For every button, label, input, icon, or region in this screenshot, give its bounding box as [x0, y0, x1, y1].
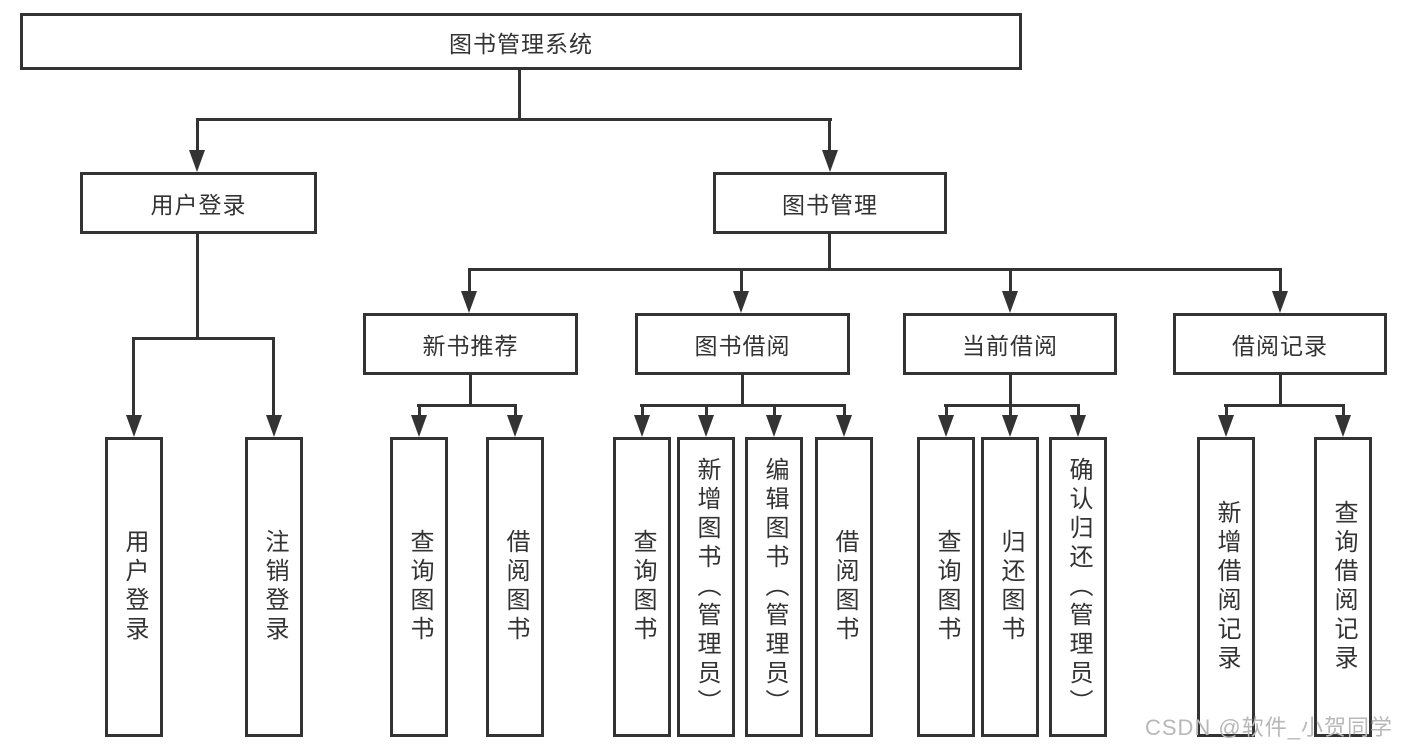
leaf-br-query-record-label: 查询借阅记录	[1330, 500, 1357, 674]
connector-arrowhead	[266, 415, 282, 437]
connector-vline	[828, 121, 831, 153]
connector-arrowhead	[733, 291, 749, 313]
node-book-management: 图书管理	[713, 172, 947, 234]
connector-vline	[196, 121, 199, 153]
connector-arrowhead	[634, 415, 650, 437]
connector-arrowhead	[1002, 415, 1018, 437]
connector-vline	[1279, 375, 1282, 406]
connector-vline	[773, 407, 776, 417]
connector-arrowhead	[766, 415, 782, 437]
connector-vline	[1009, 271, 1012, 293]
leaf-user-login: 用户登录	[105, 437, 163, 737]
leaf-bb-edit-books-admin-label: 编辑图书（管理员）	[761, 456, 788, 718]
node-borrow-records: 借阅记录	[1173, 313, 1387, 375]
connector-vline	[1009, 407, 1012, 417]
connector-vline	[1009, 375, 1012, 406]
leaf-br-query-record: 查询借阅记录	[1314, 437, 1372, 737]
connector-arrowhead	[836, 415, 852, 437]
node-new-book-recommend-label: 新书推荐	[422, 333, 519, 359]
connector-vline	[514, 407, 517, 417]
node-root-label: 图书管理系统	[449, 30, 593, 57]
connector-arrowhead	[411, 415, 427, 437]
connector-vline	[469, 375, 472, 406]
connector-vline	[272, 340, 275, 418]
leaf-nb-query-books-label: 查询图书	[406, 529, 433, 645]
leaf-cb-query-books: 查询图书	[917, 437, 975, 737]
connector-vline	[641, 407, 644, 417]
connector-hline	[1224, 404, 1345, 407]
connector-hline	[196, 118, 832, 121]
node-book-borrow: 图书借阅	[635, 313, 850, 375]
connector-vline	[828, 234, 831, 271]
connector-vline	[705, 407, 708, 417]
leaf-bb-add-books-admin: 新增图书（管理员）	[677, 437, 735, 737]
watermark: CSDN @软件_小贺同学	[1144, 715, 1393, 740]
connector-arrowhead	[1002, 291, 1018, 313]
leaf-bb-edit-books-admin: 编辑图书（管理员）	[745, 437, 803, 737]
node-current-borrow: 当前借阅	[903, 313, 1117, 375]
leaf-bb-query-books: 查询图书	[613, 437, 671, 737]
leaf-logout: 注销登录	[245, 437, 303, 737]
connector-vline	[418, 407, 421, 417]
leaf-br-add-record: 新增借阅记录	[1197, 437, 1255, 737]
connector-vline	[1077, 407, 1080, 417]
node-book-borrow-label: 图书借阅	[694, 333, 791, 359]
connector-vline	[843, 407, 846, 417]
connector-arrowhead	[507, 415, 523, 437]
connector-arrowhead	[126, 415, 142, 437]
leaf-bb-query-books-label: 查询图书	[629, 529, 656, 645]
connector-vline	[945, 407, 948, 417]
node-root: 图书管理系统	[20, 13, 1022, 70]
node-new-book-recommend: 新书推荐	[363, 313, 578, 375]
leaf-cb-confirm-return-admin: 确认归还（管理员）	[1049, 437, 1107, 737]
connector-arrowhead	[1335, 415, 1351, 437]
leaf-user-login-label: 用户登录	[121, 529, 148, 645]
connector-arrowhead	[938, 415, 954, 437]
connector-arrowhead	[698, 415, 714, 437]
leaf-cb-return-books: 归还图书	[981, 437, 1039, 737]
connector-vline	[196, 234, 199, 340]
connector-vline	[1342, 407, 1345, 417]
connector-arrowhead	[1272, 291, 1288, 313]
leaf-bb-borrow-books: 借阅图书	[815, 437, 873, 737]
connector-vline	[132, 340, 135, 418]
connector-arrowhead	[1218, 415, 1234, 437]
leaf-cb-confirm-return-admin-label: 确认归还（管理员）	[1065, 456, 1092, 718]
connector-vline	[468, 271, 471, 293]
connector-hline	[132, 337, 275, 340]
node-book-management-label: 图书管理	[782, 192, 878, 218]
connector-vline	[741, 375, 744, 406]
leaf-cb-query-books-label: 查询图书	[933, 529, 960, 645]
leaf-nb-borrow-books-label: 借阅图书	[502, 529, 529, 645]
connector-vline	[1279, 271, 1282, 293]
node-user-login-label: 用户登录	[150, 192, 247, 218]
leaf-logout-label: 注销登录	[261, 529, 288, 645]
connector-hline	[944, 404, 1080, 407]
leaf-bb-add-books-admin-label: 新增图书（管理员）	[693, 456, 720, 718]
connector-arrowhead	[1070, 415, 1086, 437]
node-user-login: 用户登录	[80, 172, 317, 234]
leaf-br-add-record-label: 新增借阅记录	[1213, 500, 1240, 674]
connector-arrowhead	[189, 150, 205, 172]
connector-hline	[468, 268, 1282, 271]
connector-arrowhead	[822, 150, 838, 172]
node-borrow-records-label: 借阅记录	[1232, 333, 1328, 359]
connector-vline	[518, 70, 521, 121]
connector-hline	[640, 404, 846, 407]
node-current-borrow-label: 当前借阅	[962, 333, 1058, 359]
leaf-bb-borrow-books-label: 借阅图书	[831, 529, 858, 645]
connector-arrowhead	[461, 291, 477, 313]
leaf-nb-borrow-books: 借阅图书	[486, 437, 544, 737]
connector-vline	[740, 271, 743, 293]
connector-vline	[1225, 407, 1228, 417]
leaf-nb-query-books: 查询图书	[390, 437, 448, 737]
connector-hline	[417, 404, 517, 407]
leaf-cb-return-books-label: 归还图书	[997, 529, 1024, 645]
